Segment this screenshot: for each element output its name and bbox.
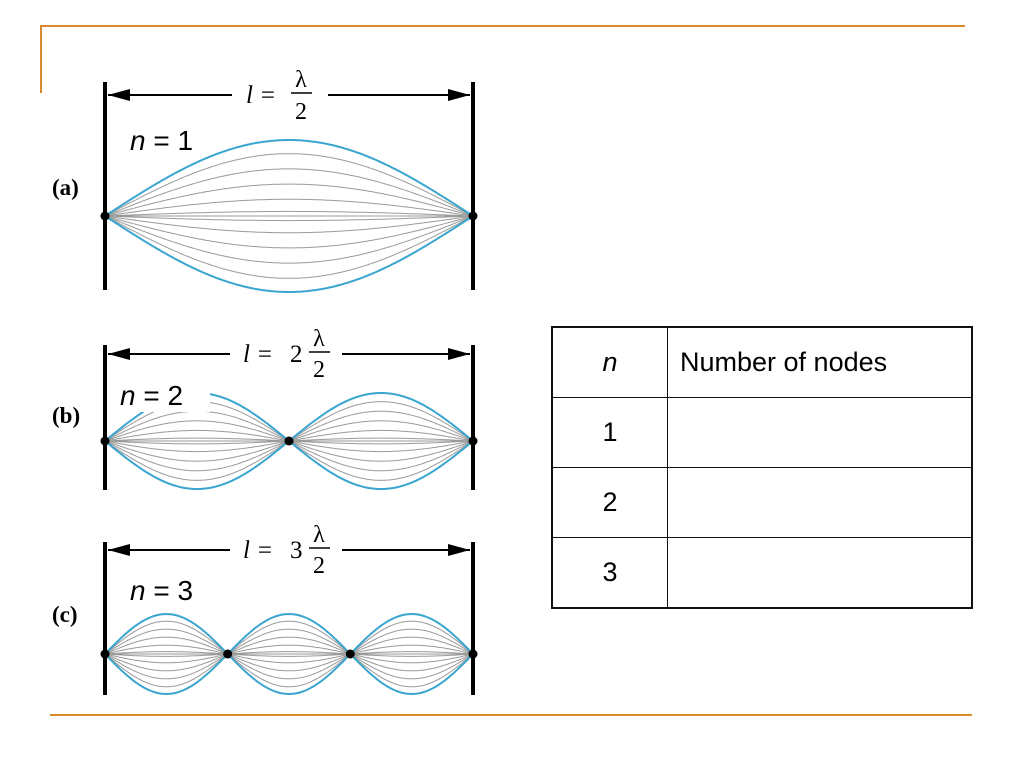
- inner-displacement-curve: [104, 620, 474, 688]
- inner-displacement-curve: [104, 198, 474, 217]
- mode-variable: n: [130, 125, 146, 156]
- mode-value: = 1: [146, 125, 193, 156]
- length-arrow: [108, 544, 470, 556]
- length-arrow: [108, 89, 470, 101]
- arrowhead-right: [448, 544, 470, 556]
- inner-displacement-curve: [104, 628, 474, 680]
- mode-label-backdrop: [112, 378, 210, 412]
- cell-n: 1: [551, 397, 668, 468]
- lambda-numerator: λ: [313, 326, 325, 352]
- bottom-accent-line: [50, 714, 972, 716]
- cell-number-of-nodes[interactable]: [667, 397, 973, 468]
- inner-displacement-curve: [104, 215, 474, 279]
- lambda-numerator: λ: [295, 67, 307, 93]
- panel-a: l = λ 2 n = 1 (a): [52, 67, 478, 293]
- inner-displacement-curve: [104, 644, 474, 664]
- left-accent-line: [40, 25, 42, 93]
- mode-label: n = 2: [120, 380, 183, 411]
- panel-label: (a): [52, 175, 79, 200]
- node-dot: [284, 436, 294, 446]
- upper-envelope: [104, 139, 474, 217]
- arrowhead-right: [448, 348, 470, 360]
- mode-label: n = 1: [130, 125, 193, 156]
- inner-displacement-curve: [104, 215, 474, 249]
- panel-b: l = 2 λ 2 (b) n = 2: [52, 326, 478, 490]
- top-accent-line: [40, 25, 965, 27]
- length-coefficient: 3: [290, 537, 303, 564]
- standing-wave-curves: [100, 612, 478, 696]
- standing-wave-curves: [100, 392, 478, 490]
- fraction-denominator: 2: [313, 553, 325, 579]
- standing-wave-curves: [100, 139, 478, 293]
- node-dot: [468, 211, 478, 221]
- arrowhead-left: [108, 89, 130, 101]
- table-row: 2: [551, 467, 973, 538]
- node-dot: [468, 649, 478, 659]
- inner-displacement-curve: [104, 651, 474, 657]
- cell-number-of-nodes[interactable]: [667, 537, 973, 609]
- table-header-row: n Number of nodes: [551, 326, 973, 398]
- length-equation-lhs: l =: [246, 82, 276, 109]
- inner-displacement-curve: [104, 215, 474, 222]
- inner-displacement-curve: [104, 168, 474, 217]
- inner-displacement-curve: [104, 215, 474, 264]
- inner-displacement-curve: [104, 215, 474, 234]
- arrowhead-left: [108, 544, 130, 556]
- inner-displacement-curve: [104, 636, 474, 672]
- cell-number-of-nodes[interactable]: [667, 467, 973, 538]
- lower-envelope: [104, 215, 474, 293]
- mode-variable: n: [130, 575, 146, 606]
- arrowhead-left: [108, 348, 130, 360]
- length-coefficient: 2: [290, 341, 303, 368]
- inner-displacement-curve: [104, 183, 474, 217]
- length-arrow: [108, 348, 470, 360]
- inner-displacement-curve: [104, 210, 474, 217]
- inner-displacement-curve: [104, 651, 474, 657]
- table-row: 3: [551, 537, 973, 609]
- inner-displacement-curve: [104, 636, 474, 672]
- lower-envelope: [104, 612, 474, 696]
- fraction-denominator: 2: [295, 99, 307, 125]
- node-dot: [100, 211, 110, 221]
- inner-displacement-curve: [104, 620, 474, 688]
- node-dot: [345, 649, 355, 659]
- panel-label: (b): [52, 403, 80, 428]
- node-dot: [100, 649, 110, 659]
- table-row: 1: [551, 397, 973, 468]
- arrowhead-right: [448, 89, 470, 101]
- header-n: n: [551, 326, 668, 398]
- inner-displacement-curve: [104, 153, 474, 217]
- inner-displacement-curve: [104, 628, 474, 680]
- cell-n: 2: [551, 467, 668, 538]
- node-dot: [468, 436, 478, 446]
- header-number-of-nodes: Number of nodes: [667, 326, 973, 398]
- nodes-table: n Number of nodes 1 2 3: [551, 326, 973, 609]
- panel-c: l = 3 λ 2 n = 3 (c): [52, 522, 478, 696]
- length-equation-lhs: l =: [243, 537, 273, 564]
- cell-n: 3: [551, 537, 668, 609]
- node-dot: [100, 436, 110, 446]
- lambda-numerator: λ: [313, 522, 325, 548]
- mode-label: n = 3: [130, 575, 193, 606]
- fraction-denominator: 2: [313, 357, 325, 383]
- upper-envelope: [104, 612, 474, 696]
- node-dot: [223, 649, 233, 659]
- length-equation-lhs: l =: [243, 341, 273, 368]
- panel-label: (c): [52, 602, 78, 627]
- mode-value: = 2: [136, 380, 183, 411]
- mode-value: = 3: [146, 575, 193, 606]
- inner-displacement-curve: [104, 644, 474, 664]
- mode-variable: n: [120, 380, 136, 411]
